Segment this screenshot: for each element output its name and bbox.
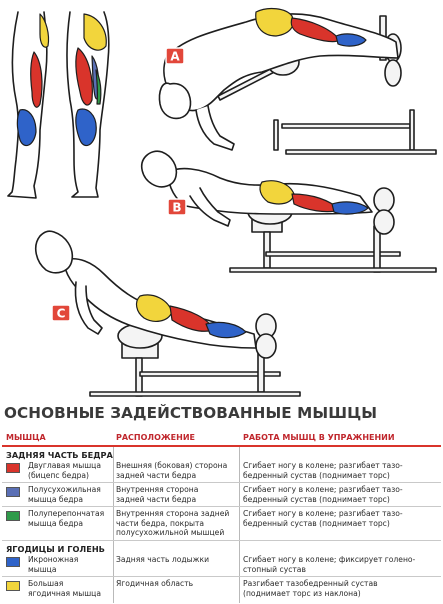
column-divider <box>239 447 240 603</box>
row-separator <box>2 540 441 541</box>
step-a-calf <box>335 33 367 47</box>
gluteus-muscle-right <box>83 13 107 51</box>
step-a-figure <box>158 13 437 155</box>
gluteus-muscle-left <box>39 13 50 48</box>
muscle-location: Ягодичная область <box>116 579 194 588</box>
column-header-function: РАБОТА МЫШЦ В УПРАЖНЕНИИ <box>243 433 395 442</box>
color-swatch <box>6 463 20 473</box>
semimembranosus-right <box>95 69 102 105</box>
gastrocnemius-left <box>16 109 37 147</box>
muscle-function: Сгибает ногу в колене; фиксирует голено-… <box>243 555 416 574</box>
muscle-legend-table: ОСНОВНЫЕ ЗАДЕЙСТВОВАННЫЕ МЫШЦЫ МЫШЦА РАС… <box>0 400 443 604</box>
muscle-name: Икроножная мышца <box>28 555 79 574</box>
step-b-label: B <box>172 201 181 215</box>
muscle-location: Внутренняя сторона задней части бедра <box>116 485 199 504</box>
step-a-gluteus <box>255 7 294 37</box>
column-divider <box>113 447 114 603</box>
biceps-femoris-right <box>75 47 93 106</box>
muscle-name: Двуглавая мышца (бицепс бедра) <box>28 461 102 480</box>
muscle-location: Внешняя (боковая) сторона задней части б… <box>116 461 228 480</box>
exercise-illustration: A B C <box>7 7 437 397</box>
legend-title: ОСНОВНЫЕ ЗАДЕЙСТВОВАННЫЕ МЫШЦЫ <box>4 404 378 422</box>
step-b-calf <box>331 201 369 215</box>
muscle-location: Задняя часть лодыжки <box>116 555 210 564</box>
muscle-function: Разгибает тазобедренный сустав (поднимае… <box>243 579 378 598</box>
biceps-femoris-left <box>30 51 43 108</box>
step-a-label: A <box>170 50 180 64</box>
color-swatch <box>6 557 20 567</box>
step-c-badge: C <box>51 304 71 322</box>
row-separator <box>2 576 441 577</box>
color-swatch <box>6 581 20 591</box>
color-swatch <box>6 511 20 521</box>
row-separator <box>2 506 441 507</box>
step-c-label: C <box>57 307 66 321</box>
muscle-name: Большая ягодичная мышца <box>28 579 101 598</box>
muscle-function: Сгибает ногу в колене; разгибает тазо- б… <box>243 461 403 480</box>
step-a-badge: A <box>165 47 185 65</box>
group-title-hamstrings: ЗАДНЯЯ ЧАСТЬ БЕДРА <box>6 450 113 460</box>
gastrocnemius-right <box>75 108 97 147</box>
header-rule <box>2 445 441 447</box>
muscle-name: Полусухожильная мышца бедра <box>28 485 101 504</box>
color-swatch <box>6 487 20 497</box>
muscle-function: Сгибает ногу в колене; разгибает тазо- б… <box>243 485 403 504</box>
step-c-gluteus <box>135 294 173 322</box>
column-header-muscle: МЫШЦА <box>6 433 46 442</box>
step-b-gluteus <box>259 180 295 205</box>
muscle-location: Внутренняя сторона задней части бедра, п… <box>116 509 230 538</box>
muscle-function: Сгибает ногу в колене; разгибает тазо- б… <box>243 509 403 528</box>
column-header-location: РАСПОЛОЖЕНИЕ <box>116 433 195 442</box>
muscle-name: Полуперепончатая мышца бедра <box>28 509 105 528</box>
group-title-glutes-calf: ЯГОДИЦЫ И ГОЛЕНЬ <box>6 544 105 554</box>
step-b-badge: B <box>167 198 187 216</box>
row-separator <box>2 482 441 483</box>
step-a-hamstring <box>290 17 341 43</box>
step-c-calf <box>205 321 247 339</box>
